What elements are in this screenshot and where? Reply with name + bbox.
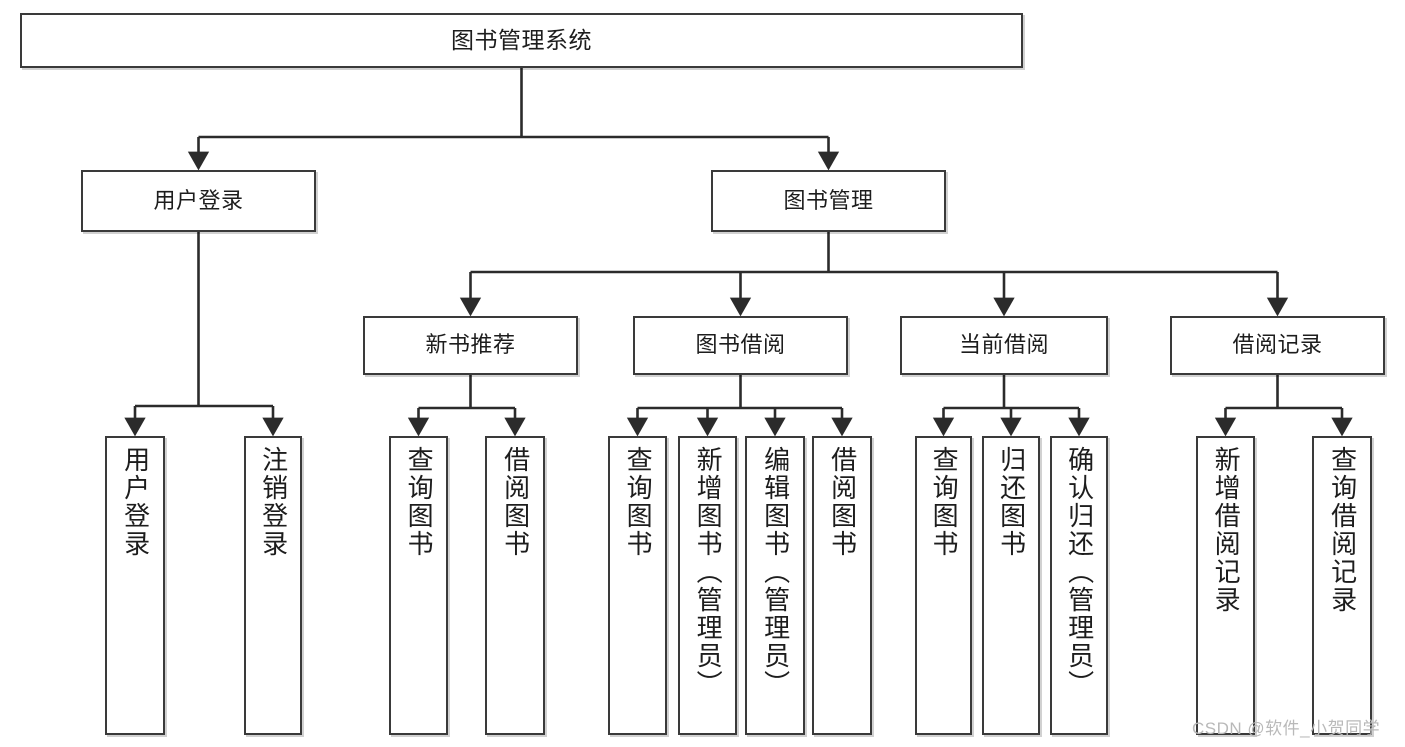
node-label: 新书推荐 [425, 332, 516, 358]
node-leaf-bor-1[interactable]: 查询图书 [608, 436, 667, 735]
node-leaf-new-1[interactable]: 查询图书 [389, 436, 448, 735]
node-login[interactable]: 用户登录 [81, 170, 316, 232]
node-leaf-cur-2[interactable]: 归还图书 [982, 436, 1040, 735]
node-label: 新增借阅记录 [1211, 446, 1242, 614]
node-leaf-cur-3[interactable]: 确认归还（管理员） [1050, 436, 1108, 735]
node-root[interactable]: 图书管理系统 [20, 13, 1023, 68]
node-leaf-bor-3[interactable]: 编辑图书（管理员） [745, 436, 805, 735]
node-bookmgmt[interactable]: 图书管理 [711, 170, 946, 232]
node-label: 查询图书 [404, 446, 435, 558]
node-records[interactable]: 借阅记录 [1170, 316, 1385, 375]
node-label: 图书借阅 [695, 332, 786, 358]
node-label: 确认归还（管理员） [1064, 446, 1095, 698]
node-leaf-login-1[interactable]: 用户登录 [105, 436, 165, 735]
node-label: 归还图书 [996, 446, 1027, 558]
node-label: 当前借阅 [958, 332, 1049, 358]
node-borrow[interactable]: 图书借阅 [633, 316, 848, 375]
node-newbook[interactable]: 新书推荐 [363, 316, 578, 375]
node-current[interactable]: 当前借阅 [900, 316, 1108, 375]
node-leaf-login-2[interactable]: 注销登录 [244, 436, 302, 735]
node-label: 借阅图书 [500, 446, 531, 558]
node-label: 用户登录 [153, 187, 244, 213]
node-leaf-rec-1[interactable]: 新增借阅记录 [1196, 436, 1255, 735]
node-label: 图书管理系统 [451, 26, 592, 53]
node-label: 借阅记录 [1232, 332, 1323, 358]
node-label: 查询图书 [929, 446, 960, 558]
node-leaf-bor-2[interactable]: 新增图书（管理员） [678, 436, 737, 735]
node-label: 查询借阅记录 [1327, 446, 1358, 614]
node-label: 查询图书 [623, 446, 654, 558]
node-label: 注销登录 [258, 446, 289, 558]
node-label: 新增图书（管理员） [693, 446, 724, 698]
node-label: 编辑图书（管理员） [760, 446, 791, 698]
node-label: 图书管理 [783, 187, 874, 213]
node-leaf-cur-1[interactable]: 查询图书 [915, 436, 972, 735]
node-leaf-bor-4[interactable]: 借阅图书 [812, 436, 872, 735]
csdn-watermark: CSDN @软件_小贺同学 [1192, 719, 1381, 738]
node-leaf-new-2[interactable]: 借阅图书 [485, 436, 545, 735]
node-label: 用户登录 [120, 446, 151, 558]
node-label: 借阅图书 [827, 446, 858, 558]
node-leaf-rec-2[interactable]: 查询借阅记录 [1312, 436, 1372, 735]
